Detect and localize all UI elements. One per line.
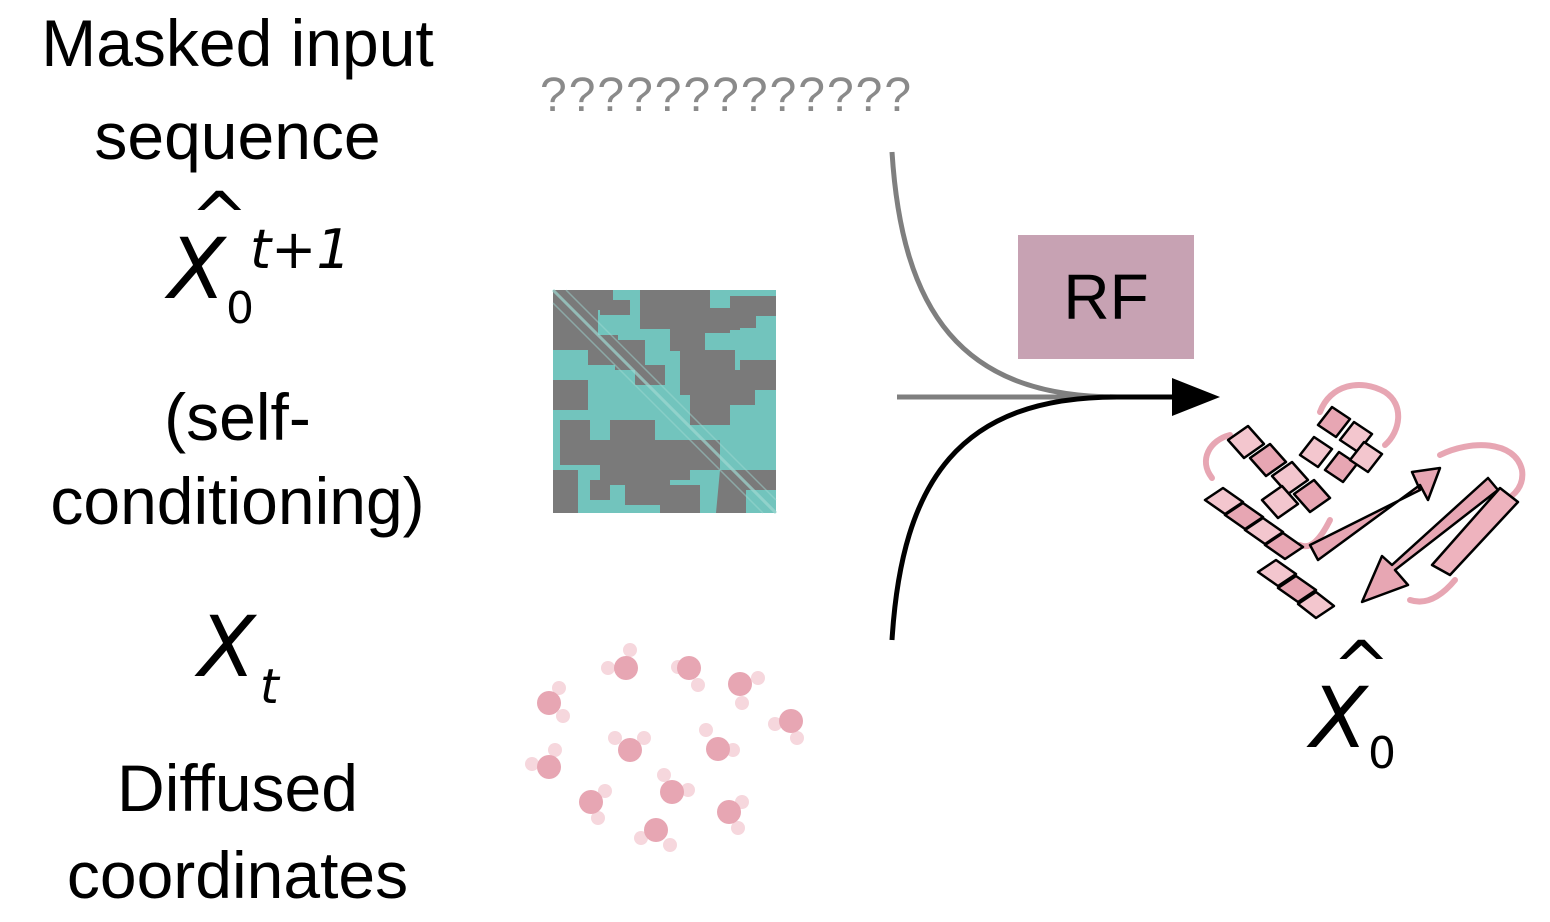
xhat0-out-hat: ^ [1332, 626, 1391, 708]
xhat-hat: ^ [190, 177, 249, 259]
xt-sub: t [260, 659, 279, 715]
self-conditioning-label-line2: conditioning) [50, 464, 425, 538]
rf-model-box: RF [1018, 235, 1194, 359]
xhat0-out-base: X [1310, 669, 1368, 767]
xhat-sup: t+1 [250, 218, 351, 281]
diffused-coordinates-label-line1: Diffused [117, 751, 358, 825]
xhat-base: X [168, 220, 226, 318]
xhat0-out-sub: 0 [1368, 728, 1396, 779]
distance-map-heatmap [551, 288, 778, 515]
predicted-protein-structure [1203, 382, 1526, 620]
xhat-sub: 0 [226, 283, 254, 334]
xt-symbol: X t [198, 605, 318, 725]
xt-base: X [198, 598, 256, 696]
input-merge-arrows [889, 151, 1220, 641]
rf-model-label: RF [1063, 261, 1149, 333]
masked-input-label-line2: sequence [94, 99, 381, 173]
self-conditioning-label-line1: (self- [164, 380, 311, 454]
xhat0-output-symbol: ^ X 0 [1310, 632, 1430, 790]
diffused-coordinates-scatter [525, 643, 804, 852]
diffused-coordinates-label-line2: coordinates [66, 838, 409, 912]
masked-input-label-line1: Masked input [41, 6, 434, 80]
masked-sequence-tokens: ????????????? [540, 69, 914, 122]
xhat0-t-plus-1-symbol: ^ X t+1 0 [168, 183, 368, 335]
